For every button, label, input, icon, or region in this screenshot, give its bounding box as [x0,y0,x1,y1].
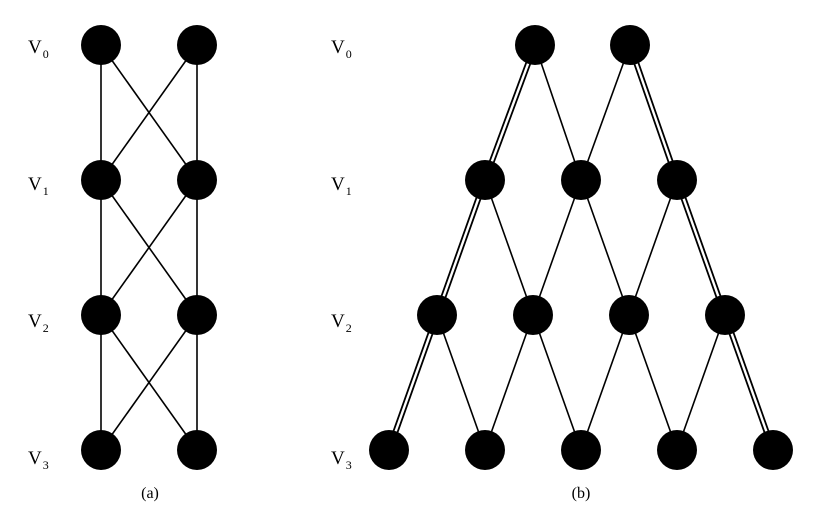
panel-b-double-edge-gap [435,179,487,316]
panel-a-edges [100,44,198,451]
panel-b-node-v1 [561,160,601,200]
panel-b-edge [436,314,486,451]
panel-a-caption: (a) [141,485,159,502]
panel-a-label-v0: V0 [28,37,49,61]
panel-a-node-v2-left [81,295,121,335]
panel-b-double-edge-gap [723,314,775,451]
panel-b-nodes [369,25,793,470]
panel-b-node-v0 [610,25,650,65]
panel-b-node-v1 [465,160,505,200]
panel-b-label-v3: V3 [331,448,352,472]
panel-a-node-v3-left [81,430,121,470]
panel-b-caption: (b) [572,485,591,502]
panel-b-label-v1: V1 [331,174,352,198]
panel-b-node-v0 [515,25,555,65]
panel-b-double-edges [386,43,776,452]
panel-b-edge [580,179,630,316]
panel-b-double-edge-gap [628,44,679,181]
panel-b-edge [484,179,534,316]
panel-a-label-v2: V2 [28,311,49,335]
panel-a-node-v1-right [177,160,217,200]
panel-b-edge [676,314,726,451]
panel-b-labels: V0 V1 V2 V3 [331,37,352,472]
panel-a-node-v0-left [81,25,121,65]
panel-a-edge [100,179,198,316]
panel-a-node-v2-right [177,295,217,335]
panel-a-node-v3-right [177,430,217,470]
panel-b-edge [580,314,630,451]
panel-b-label-v0: V0 [331,37,352,61]
panel-a-nodes [81,25,217,470]
panel-b-node-v3 [753,430,793,470]
panel-b-node-v2 [609,295,649,335]
panel-b-double-edge-gap [675,179,727,316]
panel-b-double-edge-gap [483,44,537,181]
panel-b-edges [436,44,726,451]
panel-a-edge [100,44,198,181]
panel-a-node-v0-right [177,25,217,65]
panel-a-labels: V0 V1 V2 V3 [28,37,49,472]
panel-b-node-v3 [369,430,409,470]
panel-a-node-v1-left [81,160,121,200]
panel-b-label-v2: V2 [331,311,352,335]
panel-b-node-v1 [657,160,697,200]
panel-b-edge [484,314,534,451]
panel-b-node-v3 [561,430,601,470]
panel-b-edge [580,44,631,181]
panel-b-edge [532,314,582,451]
panel-b-node-v3 [465,430,505,470]
panel-b-node-v3 [657,430,697,470]
panel-b-edge [628,314,678,451]
panel-a-label-v3: V3 [28,448,49,472]
panel-b-node-v2 [513,295,553,335]
panel-b-edge [534,44,582,181]
panel-b-double-edge-gap [387,314,439,451]
panel-b-node-v2 [417,295,457,335]
panel-b-node-v2 [705,295,745,335]
panel-a-label-v1: V1 [28,174,49,198]
panel-b-edge [628,179,678,316]
panel-a-edge [100,314,198,451]
panel-b-edge [532,179,582,316]
